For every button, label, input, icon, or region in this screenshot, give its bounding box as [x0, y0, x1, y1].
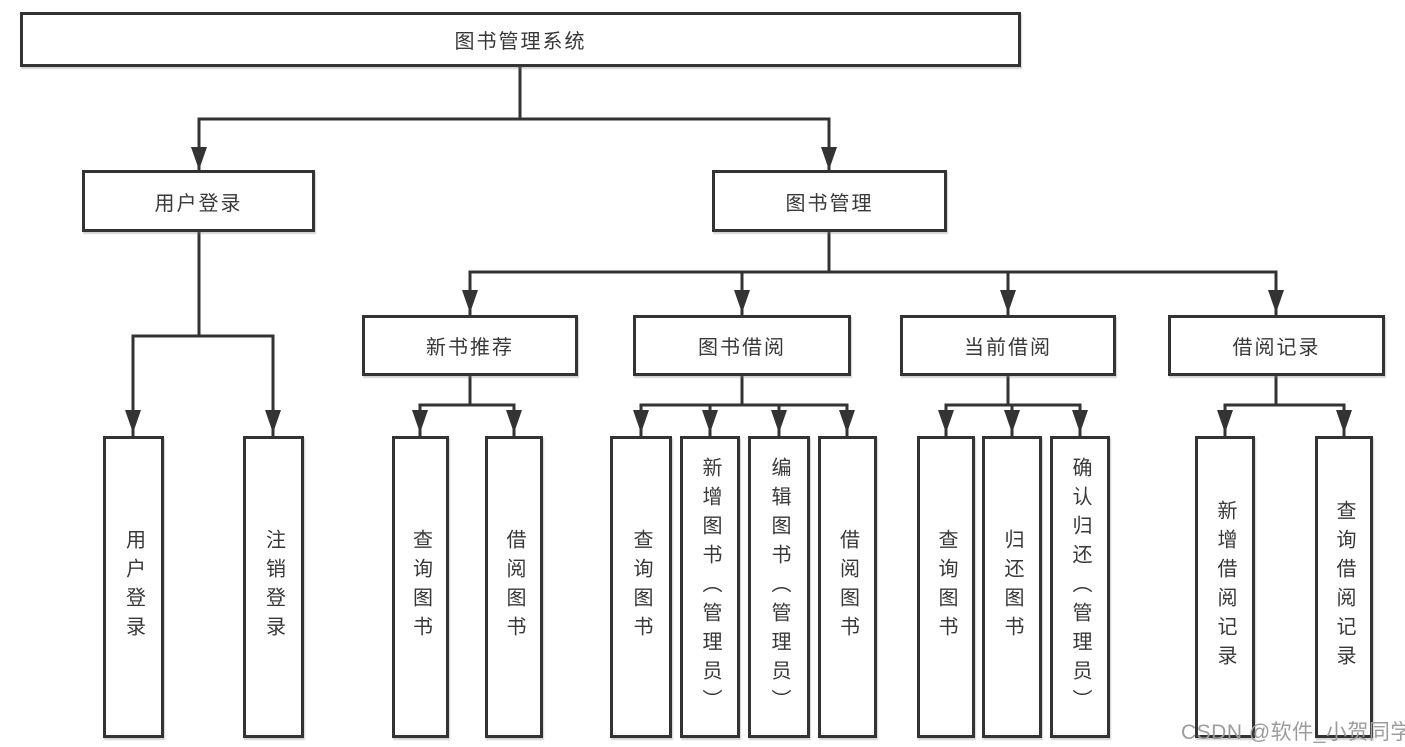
node-label: 借阅图书	[836, 529, 859, 645]
csdn-watermark: CSDN @软件_小贺同学	[1181, 721, 1405, 744]
node-label: 确认归还（管理员）	[1069, 456, 1091, 718]
node-label: 查询图书	[409, 529, 432, 645]
node-book-management-system: 图书管理系统	[20, 12, 1021, 67]
node-label: 查询图书	[630, 529, 652, 645]
node-label: 借阅记录	[1232, 337, 1321, 359]
node-book-borrow: 图书借阅	[633, 315, 851, 376]
leaf-return-books: 归还图书	[982, 436, 1042, 738]
node-label: 图书管理	[785, 192, 874, 215]
node-label: 用户登录	[154, 192, 243, 215]
node-user-login-group: 用户登录	[82, 170, 315, 232]
node-label: 归还图书	[1001, 529, 1023, 645]
leaf-add-book-admin: 新增图书（管理员）	[680, 436, 740, 738]
node-label: 新增借阅记录	[1214, 500, 1236, 674]
node-label: 编辑图书（管理员）	[768, 456, 790, 718]
node-label: 新增图书（管理员）	[699, 456, 721, 718]
node-label: 用户登录	[122, 529, 145, 645]
node-borrow-records: 借阅记录	[1168, 315, 1385, 376]
leaf-query-books-current: 查询图书	[917, 436, 975, 738]
leaf-user-login: 用户登录	[103, 436, 164, 738]
leaf-query-books-recommend: 查询图书	[392, 436, 449, 738]
node-label: 新书推荐	[426, 337, 514, 359]
node-new-book-recommend: 新书推荐	[362, 315, 578, 376]
leaf-logout: 注销登录	[243, 436, 304, 738]
node-label: 注销登录	[262, 529, 285, 645]
leaf-query-borrow-record: 查询借阅记录	[1315, 436, 1373, 738]
node-book-management-group: 图书管理	[712, 170, 947, 232]
node-label: 当前借阅	[964, 337, 1052, 359]
node-label: 查询图书	[935, 529, 957, 645]
arrowheads	[125, 147, 1352, 433]
node-label: 图书借阅	[698, 337, 786, 359]
node-current-borrow: 当前借阅	[900, 315, 1116, 376]
leaf-add-borrow-record: 新增借阅记录	[1195, 436, 1255, 738]
node-label: 查询借阅记录	[1333, 500, 1355, 674]
node-label: 图书管理系统	[454, 31, 587, 53]
leaf-confirm-return-admin: 确认归还（管理员）	[1050, 436, 1110, 738]
leaf-borrow-books-borrow: 借阅图书	[818, 436, 877, 738]
leaf-query-books-borrow: 查询图书	[610, 436, 672, 738]
leaf-borrow-books-recommend: 借阅图书	[485, 436, 543, 738]
leaf-edit-book-admin: 编辑图书（管理员）	[748, 436, 810, 738]
node-label: 借阅图书	[503, 529, 525, 645]
